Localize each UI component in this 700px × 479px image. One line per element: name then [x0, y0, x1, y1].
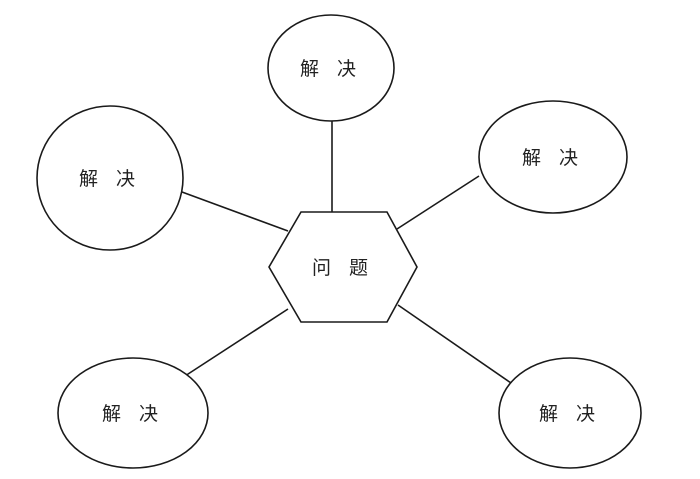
problem-node: 问 题: [268, 211, 418, 323]
solution-label: 解 决: [79, 168, 141, 190]
connector-lower-left: [184, 308, 289, 377]
solution-node-upper-left: 解 决: [36, 105, 184, 251]
solution-node-lower-right: 解 决: [498, 357, 642, 469]
connector-upper-left: [181, 191, 289, 232]
solution-label: 解 决: [102, 403, 164, 425]
solution-label: 解 决: [522, 147, 584, 169]
solution-node-top: 解 决: [267, 14, 395, 122]
problem-label: 问 题: [312, 257, 374, 279]
solution-label: 解 决: [539, 403, 601, 425]
solution-node-lower-left: 解 决: [57, 357, 209, 469]
connector-upper-right: [396, 175, 480, 230]
solution-label: 解 决: [300, 58, 362, 80]
connector-lower-right: [397, 304, 512, 384]
solution-node-upper-right: 解 决: [478, 100, 628, 214]
